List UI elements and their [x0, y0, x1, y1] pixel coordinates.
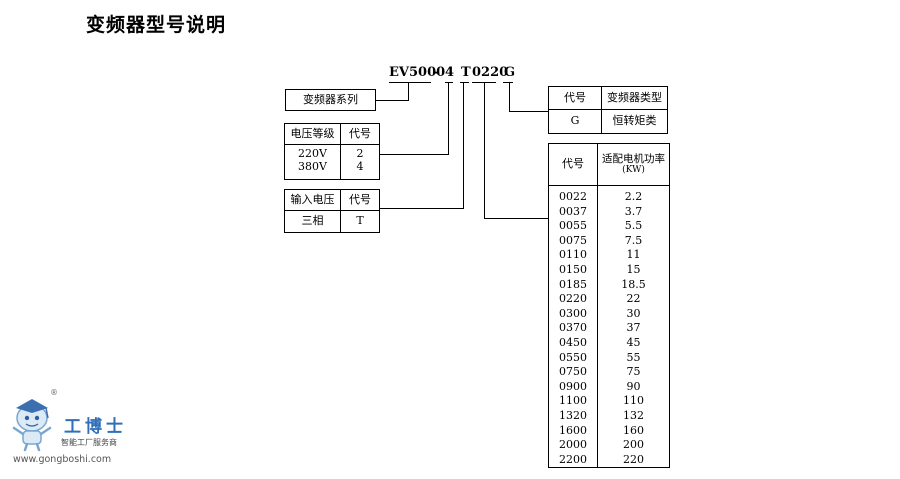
- power-code-item: 0022: [559, 190, 587, 203]
- model-series: EV5000: [389, 65, 446, 80]
- power-code-item: 0550: [559, 350, 587, 364]
- type-header-code: 代号: [548, 86, 602, 110]
- power-value-item: 37: [626, 321, 641, 335]
- registered-mark: ®: [50, 388, 58, 397]
- power-header-cell: 适配电机功率 (KW): [597, 143, 670, 186]
- type-header-type: 变频器类型: [601, 86, 668, 110]
- input-header-code: 代号: [340, 189, 380, 211]
- underline-series: [389, 82, 431, 83]
- power-value-item: 7.5: [624, 233, 643, 247]
- robot-mascot-icon: [12, 399, 52, 452]
- power-value-item: 110: [623, 394, 644, 408]
- model-dash: -: [433, 65, 439, 80]
- power-value-item: 90: [626, 379, 641, 393]
- power-header-code: 代号: [548, 143, 598, 186]
- page-title: 变频器型号说明: [86, 14, 227, 36]
- type-constant-torque: 恒转矩类: [601, 109, 668, 134]
- power-value-item: 30: [626, 306, 641, 320]
- power-code-item: 0450: [559, 335, 587, 349]
- power-value-item: 15: [626, 262, 641, 276]
- power-value-item: 200: [623, 438, 644, 452]
- power-code-item: 0037: [559, 204, 587, 218]
- power-value-item: 45: [626, 335, 641, 349]
- power-code-item: 0185: [559, 277, 587, 291]
- power-header-motor: 适配电机功率: [602, 153, 665, 166]
- model-type-code: G: [504, 65, 516, 80]
- power-value-item: 22: [626, 292, 641, 306]
- power-code-item: 0075: [559, 233, 587, 247]
- power-code-item: 1320: [559, 408, 587, 422]
- power-value-item: 5.5: [624, 219, 643, 233]
- underline-type: [503, 82, 513, 83]
- power-code-item: 0220: [559, 292, 587, 306]
- power-value-item: 132: [623, 408, 644, 422]
- power-code-item: 0750: [559, 365, 587, 379]
- brand-name: 工博士: [64, 417, 127, 437]
- power-value-item: 75: [626, 365, 641, 379]
- power-code-item: 2200: [559, 452, 587, 466]
- voltage-level-cell: 220V 380V: [284, 144, 341, 180]
- input-header-voltage: 输入电压: [284, 189, 341, 211]
- power-header-unit: (KW): [622, 165, 645, 176]
- voltage-code-2: 2: [356, 147, 364, 160]
- underline-phase: [460, 82, 469, 83]
- brand-slogan: 智能工厂服务商: [61, 438, 117, 447]
- power-code-item: 1100: [559, 394, 587, 408]
- voltage-header-level: 电压等级: [284, 123, 341, 145]
- power-code-item: 1600: [559, 423, 587, 437]
- power-value-item: 55: [626, 350, 641, 364]
- power-value-item: 11: [626, 248, 641, 262]
- power-code-item: 0110: [559, 248, 587, 262]
- power-code-item: 0300: [559, 306, 587, 320]
- voltage-level-380: 380V: [298, 159, 327, 173]
- power-value-item: 2.2: [624, 190, 643, 203]
- series-box: 变频器系列: [285, 89, 376, 111]
- voltage-code-cell: 2 4: [340, 144, 380, 180]
- input-phase-label: 三相: [284, 210, 341, 233]
- voltage-code-4: 4: [356, 159, 364, 173]
- power-code-item: 0150: [559, 262, 587, 276]
- power-value-item: 220: [623, 452, 644, 466]
- model-phase-code: T: [461, 65, 471, 80]
- model-power-code: 0220: [472, 65, 509, 80]
- power-code-item: 0370: [559, 321, 587, 335]
- type-code-g: G: [548, 109, 602, 134]
- power-code-item: 2000: [559, 438, 587, 452]
- power-value-item: 160: [623, 423, 644, 437]
- power-value-item: 3.7: [624, 204, 643, 218]
- series-label: 变频器系列: [285, 89, 376, 111]
- input-phase-code: T: [340, 210, 380, 233]
- power-code-item: 0055: [559, 219, 587, 233]
- voltage-table: 电压等级 代号 220V 380V 2 4: [284, 123, 380, 180]
- watermark-logo: ® 工博士 智能工厂服务商 www.gongboshi.com: [8, 388, 143, 468]
- voltage-header-code: 代号: [340, 123, 380, 145]
- power-code-item: 0900: [559, 379, 587, 393]
- model-voltage-code: 4: [445, 65, 455, 80]
- input-voltage-table: 输入电压 代号 三相 T: [284, 189, 380, 233]
- power-value-item: 18.5: [621, 277, 646, 291]
- voltage-level-220: 220V: [298, 147, 327, 160]
- type-table: 代号 变频器类型 G 恒转矩类: [548, 86, 668, 134]
- brand-url: www.gongboshi.com: [13, 454, 112, 465]
